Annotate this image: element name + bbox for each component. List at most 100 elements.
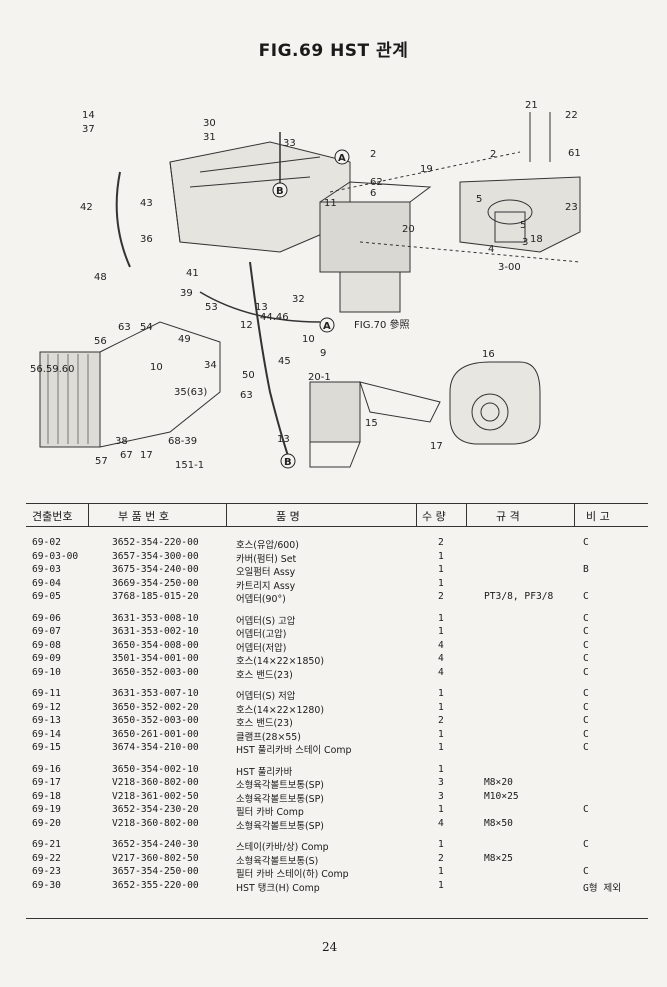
- cell-part: 3768-185-015-20: [112, 591, 199, 602]
- cell-no: 69-21: [32, 839, 61, 850]
- cell-part: 3657-354-300-00: [112, 550, 199, 562]
- cell-part: 3650-352-003-00: [112, 715, 199, 726]
- svg-text:FIG.70 參照: FIG.70 參照: [354, 318, 410, 331]
- cell-note: C: [583, 804, 589, 815]
- svg-text:57: 57: [95, 456, 108, 467]
- table-header: 견출번호 부 품 번 호 품 명 수 량 규 격 비 고: [26, 503, 648, 527]
- cell-name: 클램프(28×55): [236, 731, 301, 743]
- cell-no: 69-19: [32, 804, 61, 815]
- svg-text:13: 13: [277, 434, 290, 445]
- cell-part: V218-360-802-00: [112, 777, 199, 788]
- svg-text:43: 43: [140, 198, 153, 209]
- cell-note: C: [583, 591, 589, 602]
- svg-text:48: 48: [94, 272, 107, 283]
- cell-no: 69-12: [32, 701, 61, 713]
- cell-no: 69-04: [32, 577, 61, 589]
- svg-text:41: 41: [186, 268, 199, 279]
- cell-note: C: [583, 728, 589, 740]
- cell-no: 69-13: [32, 715, 61, 726]
- cell-name: 어뎁터(저압): [236, 642, 287, 654]
- cell-no: 69-03: [32, 564, 61, 575]
- cell-name: 호스(유압/600): [236, 540, 299, 551]
- svg-text:67: 67: [120, 450, 133, 461]
- svg-text:B: B: [284, 457, 292, 468]
- svg-text:3: 3: [522, 237, 528, 248]
- cell-qty: 3: [438, 777, 444, 788]
- cell-no: 69-22: [32, 852, 61, 864]
- cell-note: C: [583, 626, 589, 637]
- cell-part: 3657-354-250-00: [112, 866, 199, 877]
- cell-part: 3631-353-007-10: [112, 688, 199, 699]
- svg-text:16: 16: [482, 349, 495, 360]
- svg-text:21: 21: [525, 100, 538, 111]
- svg-text:5: 5: [520, 220, 526, 231]
- cell-name: HST 풀리카바 스테이 Comp: [236, 745, 352, 756]
- cell-name: HST 풀리카바: [236, 766, 293, 778]
- cell-qty: 1: [438, 701, 444, 713]
- cell-no: 69-20: [32, 817, 61, 829]
- cell-no: 69-30: [32, 879, 61, 891]
- svg-text:62: 62: [370, 177, 383, 188]
- cell-spec: M8×25: [484, 852, 513, 864]
- svg-text:61: 61: [568, 148, 581, 159]
- cell-note: B: [583, 564, 589, 575]
- svg-text:49: 49: [178, 334, 191, 345]
- svg-text:32: 32: [292, 294, 305, 305]
- cell-qty: 2: [438, 715, 444, 726]
- svg-text:23: 23: [565, 202, 578, 213]
- svg-text:45: 45: [278, 356, 291, 367]
- svg-text:10: 10: [150, 362, 163, 373]
- cell-name: 오일펌터 Assy: [236, 567, 296, 578]
- svg-text:20: 20: [402, 224, 415, 235]
- svg-text:54: 54: [140, 322, 153, 333]
- cell-part: 3650-261-001-00: [112, 728, 199, 740]
- cell-no: 69-10: [32, 666, 61, 678]
- svg-text:42: 42: [80, 202, 93, 213]
- cell-name: HST 탱크(H) Comp: [236, 882, 320, 894]
- svg-text:A: A: [323, 321, 331, 332]
- cell-no: 69-23: [32, 866, 61, 877]
- cell-qty: 1: [438, 742, 444, 753]
- cell-no: 69-18: [32, 790, 61, 802]
- cell-part: 3650-352-002-20: [112, 701, 199, 713]
- svg-text:2: 2: [490, 149, 496, 160]
- svg-text:39: 39: [180, 288, 193, 299]
- svg-text:22: 22: [565, 110, 578, 121]
- cell-qty: 1: [438, 688, 444, 699]
- cell-part: 3652-354-230-20: [112, 804, 199, 815]
- svg-text:18: 18: [530, 234, 543, 245]
- cell-qty: 1: [438, 866, 444, 877]
- cell-qty: 1: [438, 763, 444, 775]
- cell-no: 69-06: [32, 612, 61, 624]
- svg-text:36: 36: [140, 234, 153, 245]
- cell-no: 69-15: [32, 742, 61, 753]
- cell-no: 69-05: [32, 591, 61, 602]
- svg-text:19: 19: [420, 164, 433, 175]
- cell-qty: 1: [438, 839, 444, 850]
- header-part: 부 품 번 호: [118, 510, 169, 523]
- cell-part: 3652-354-240-30: [112, 839, 199, 850]
- cell-part: 3650-352-003-00: [112, 666, 199, 678]
- cell-name: 어뎁터(S) 저압: [236, 691, 296, 702]
- cell-note: C: [583, 715, 589, 726]
- cell-name: 카트리지 Assy: [236, 580, 296, 592]
- cell-spec: M8×50: [484, 817, 513, 829]
- svg-text:63: 63: [240, 390, 253, 401]
- cell-name: 어뎁터(고압): [236, 629, 287, 640]
- svg-text:151-1: 151-1: [175, 460, 204, 471]
- svg-text:17: 17: [140, 450, 153, 461]
- cell-note: C: [583, 666, 589, 678]
- cell-qty: 1: [438, 577, 444, 589]
- header-qty: 수 량: [422, 510, 446, 523]
- svg-text:44.46: 44.46: [260, 312, 289, 323]
- cell-qty: 1: [438, 728, 444, 740]
